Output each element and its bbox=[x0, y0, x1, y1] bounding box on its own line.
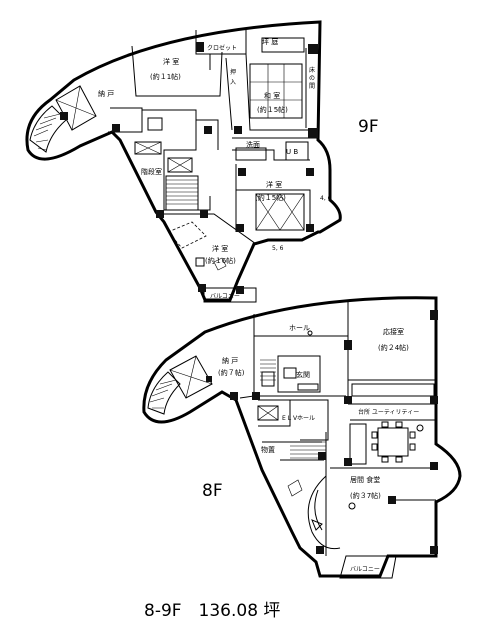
floor-8-dining-table bbox=[371, 421, 424, 463]
label-garden: 坪 庭 bbox=[262, 37, 278, 46]
svg-text:入: 入 bbox=[230, 79, 236, 86]
floor-area-caption: 8-9F 136.08 坪 bbox=[144, 601, 280, 621]
floor-9-shower-box bbox=[134, 141, 162, 155]
svg-text:の: の bbox=[309, 75, 315, 82]
label-tokonoma: 床 bbox=[309, 66, 315, 74]
floor-8-outer-wall bbox=[142, 296, 462, 578]
label-hall: ホール bbox=[289, 324, 310, 332]
floor-8-balcony bbox=[339, 555, 397, 579]
label-reception-size: (約２4帖) bbox=[378, 343, 409, 352]
floor-8-stair-tower bbox=[147, 371, 181, 415]
label-ceiling-46: 4, 6 bbox=[320, 195, 332, 202]
label-closet: クロゼット bbox=[207, 44, 237, 52]
floor-8-columns bbox=[206, 310, 438, 554]
label-balcony-8f: バルコニー bbox=[350, 566, 380, 573]
label-ceiling-56: 5, 6 bbox=[272, 245, 284, 252]
label-western-room-2: 洋 室 bbox=[266, 180, 282, 189]
label-oshiire: 押 bbox=[230, 68, 236, 76]
label-bath: U B bbox=[286, 148, 298, 156]
floor-9-dashed-area bbox=[167, 221, 207, 249]
label-stair-room: 階段室 bbox=[141, 167, 162, 176]
label-living-dining-size: (約３7帖) bbox=[350, 491, 381, 500]
label-western-room-3: 洋 室 bbox=[212, 244, 228, 253]
label-entrance: 玄関 bbox=[296, 370, 310, 379]
label-reception: 応接室 bbox=[383, 327, 404, 336]
floor-9-partitions bbox=[108, 30, 318, 245]
svg-text:間: 間 bbox=[309, 83, 315, 90]
floor-8-plan: ホール 応接室 (約２4帖) 納 戸 (約７帖) 玄関 E L Vホール 台所 … bbox=[142, 296, 462, 579]
label-balcony-9f: バルコニー bbox=[210, 293, 240, 300]
label-japanese-room-size: (約１5帖) bbox=[257, 105, 288, 114]
floor-8-label: 8F bbox=[202, 481, 223, 501]
floor-8-curved-feature bbox=[307, 475, 341, 550]
floor-9-balcony bbox=[203, 287, 257, 303]
floor-9-staircase bbox=[165, 175, 199, 211]
floor-8-elv-box bbox=[257, 405, 279, 421]
label-japanese-room: 和 室 bbox=[264, 91, 280, 100]
label-washroom: 洗面 bbox=[246, 140, 260, 149]
label-elv-hall: E L Vホール bbox=[282, 415, 315, 422]
label-storage-8f-size: (約７帖) bbox=[218, 368, 245, 377]
label-kitchen-utility: 台所 ユーティリティー bbox=[358, 408, 419, 416]
floor-9-tatami bbox=[249, 37, 305, 119]
floor-9-label: 9F bbox=[358, 117, 379, 137]
label-western-room-3-size: (約１6帖) bbox=[205, 256, 236, 265]
label-western-room-2-size: (約１5帖) bbox=[255, 193, 286, 202]
label-western-room-1: 洋 室 bbox=[163, 57, 179, 66]
label-storage-9f: 納 戸 bbox=[98, 89, 114, 98]
floor-9-columns bbox=[60, 42, 318, 294]
label-storage-8f: 納 戸 bbox=[222, 356, 238, 365]
label-living-dining: 居間 食堂 bbox=[350, 475, 380, 484]
floor-9-outer-wall bbox=[25, 20, 342, 302]
label-western-room-1-size: (約１1帖) bbox=[150, 72, 181, 81]
label-storage-room: 物置 bbox=[261, 445, 275, 454]
floor-8-staircase bbox=[260, 359, 326, 459]
floor-9-plan: 洋 室 (約１1帖) クロゼット 坪 庭 押 入 床 の 間 和 室 (約１5帖… bbox=[25, 20, 379, 303]
